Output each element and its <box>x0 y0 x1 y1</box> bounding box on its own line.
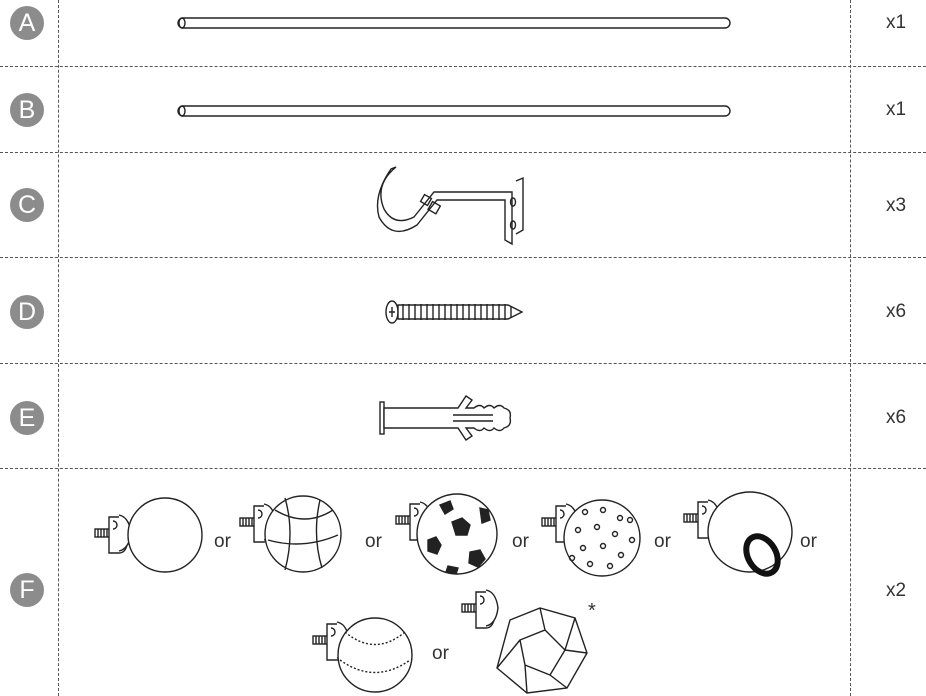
quantity-e: x6 <box>885 407 907 428</box>
finial-ringed-ball <box>683 491 793 577</box>
finial-faceted-crystal <box>461 589 588 694</box>
or-separator: or <box>800 531 817 552</box>
part-label-a: A <box>10 6 44 40</box>
finial-plain-ball <box>94 497 203 573</box>
quantity-a: x1 <box>885 12 907 33</box>
part-label-e: E <box>10 401 44 435</box>
finial-dotted-ball <box>541 499 641 577</box>
part-label-b: B <box>10 93 44 127</box>
left-column-divider <box>58 0 59 696</box>
row-divider <box>0 152 926 153</box>
wall-plug-illustration <box>379 395 512 441</box>
part-label-c: C <box>10 188 44 222</box>
screw-illustration <box>385 300 524 324</box>
or-separator: or <box>512 531 529 552</box>
right-column-divider <box>850 0 851 696</box>
part-label-d: D <box>10 295 44 329</box>
quantity-f: x2 <box>885 580 907 601</box>
or-separator: or <box>365 531 382 552</box>
rod-illustration-a <box>177 17 731 29</box>
rod-illustration-b <box>177 105 731 117</box>
part-label-f: F <box>10 573 44 607</box>
row-divider <box>0 468 926 469</box>
or-separator: or <box>214 531 231 552</box>
footnote-asterisk: * <box>588 600 596 622</box>
finial-basketball <box>239 495 342 573</box>
or-separator: or <box>432 643 449 664</box>
row-divider <box>0 363 926 364</box>
finial-soccer-ball <box>395 493 498 575</box>
quantity-b: x1 <box>885 99 907 120</box>
row-divider <box>0 257 926 258</box>
row-divider <box>0 66 926 67</box>
bracket-illustration <box>376 166 524 246</box>
or-separator: or <box>654 531 671 552</box>
finial-stitched-ball <box>312 617 413 693</box>
quantity-c: x3 <box>885 195 907 216</box>
quantity-d: x6 <box>885 301 907 322</box>
